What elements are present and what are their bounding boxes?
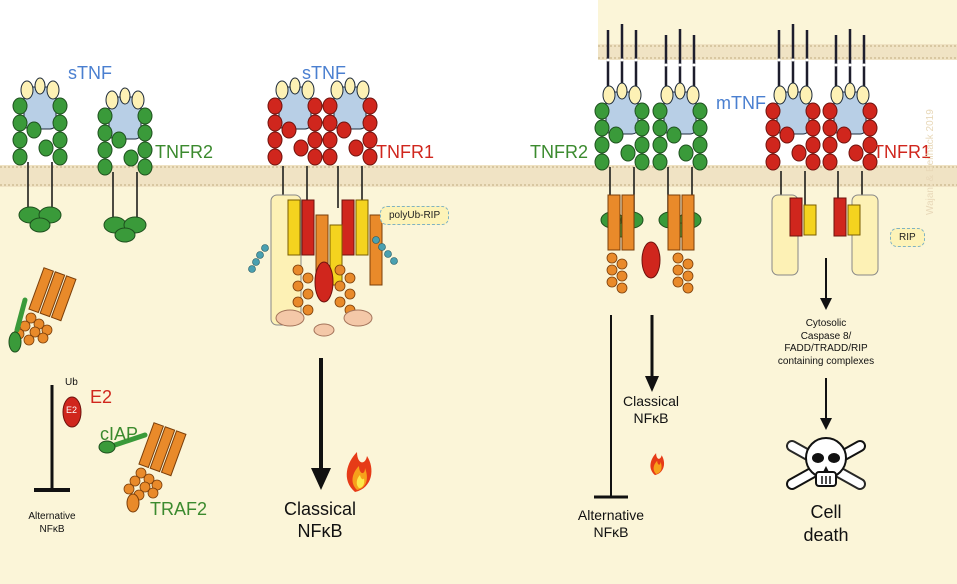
cytosolic-complexes-label: Cytosolic Caspase 8/ FADD/TRADD/RIP cont… — [777, 318, 875, 367]
classical-right-line2: NFκB — [633, 410, 669, 426]
stnf-label-left: sTNF — [68, 63, 112, 83]
arrow-classical-mid — [311, 358, 331, 490]
traf2-ciap-free-1 — [8, 268, 76, 353]
tnfr2-label-right: TNFR2 — [530, 142, 588, 162]
tnfr1-death-domains-mid — [270, 194, 383, 326]
e2-label: E2 — [90, 387, 113, 407]
arrow-to-cytosolic — [820, 258, 832, 310]
fire-icon — [346, 452, 372, 492]
traf2-label: TRAF2 — [150, 499, 208, 519]
alt-nfkb-right-line1: Alternative — [577, 507, 645, 523]
traf2-ciap-bound — [98, 423, 186, 513]
cell-death-line1: Cell — [810, 502, 842, 522]
ub-label: Ub — [65, 377, 78, 388]
neighbor-membrane — [598, 44, 957, 60]
alt-nfkb-right-line2: NFκB — [593, 524, 629, 540]
e2-bead-label: E2 — [66, 405, 78, 415]
skull-icon — [786, 437, 866, 490]
inhibition-arrow-right — [594, 315, 628, 499]
tnfr2-label-left: TNFR2 — [155, 142, 213, 162]
classical-mid-line1: Classical — [283, 499, 357, 519]
tnfr1-label-right: TNFR1 — [873, 142, 931, 162]
plasma-membrane — [0, 165, 957, 187]
rip-badge: RIP — [890, 228, 925, 247]
alt-nfkb-left-line1: Alternative — [28, 511, 76, 522]
traf-cluster-right — [606, 194, 695, 294]
cell-death-line2: death — [803, 525, 849, 545]
arrow-to-death — [820, 378, 832, 430]
tnfr1-death-domains-right — [771, 194, 879, 276]
inhibition-arrow-left — [34, 385, 70, 492]
polyub-rip-badge: polyUb-RIP — [380, 206, 450, 225]
traf-cluster-mid — [275, 261, 373, 337]
classical-mid-line2: NFκB — [297, 521, 343, 541]
arrow-classical-right — [645, 315, 659, 392]
fire-icon — [650, 453, 665, 476]
e2-enzyme — [62, 396, 82, 428]
alt-nfkb-left-line2: NFκB — [39, 524, 65, 535]
tnfr1-label-mid: TNFR1 — [376, 142, 434, 162]
classical-right-line1: Classical — [622, 393, 679, 409]
mtnf-label: mTNF — [716, 93, 766, 113]
stnf-label-mid: sTNF — [302, 63, 346, 83]
ciap-label: cIAP — [100, 424, 139, 444]
watermark: Wajant & Beilhack 2019 — [925, 109, 936, 215]
